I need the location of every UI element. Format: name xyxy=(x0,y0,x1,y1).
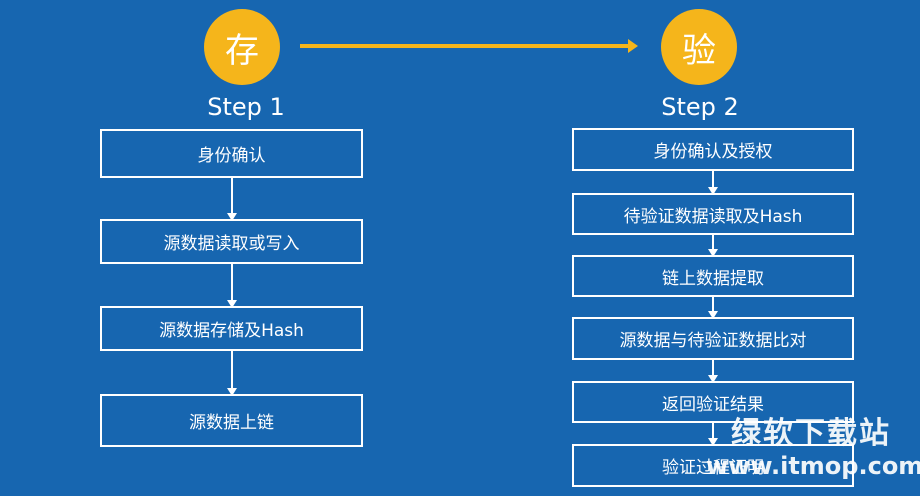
step2-box-return-result: 返回验证结果 xyxy=(572,381,854,423)
watermark: 绿软下载站 www.itmop.com xyxy=(706,408,920,480)
step1-box-source-store-hash: 源数据存储及Hash xyxy=(100,306,363,351)
step1-arrow-3 xyxy=(227,351,237,396)
watermark-site-name: 绿软下载站 xyxy=(731,416,891,451)
step1-arrow-1 xyxy=(227,178,237,221)
step2-box-verify-read-hash: 待验证数据读取及Hash xyxy=(572,193,854,235)
step2-box-process-proof: 验证过程证明 xyxy=(572,444,854,487)
step1-arrow-2 xyxy=(227,264,237,308)
step1-badge: 存 xyxy=(204,9,280,85)
step2-arrow-5 xyxy=(708,423,718,446)
step1-title: Step 1 xyxy=(207,93,285,121)
step2-box-onchain-extract: 链上数据提取 xyxy=(572,255,854,297)
step2-box-compare: 源数据与待验证数据比对 xyxy=(572,317,854,360)
step-connector-arrow xyxy=(300,39,638,53)
step2-arrow-4 xyxy=(708,360,718,383)
watermark-url: www.itmop.com xyxy=(706,452,920,480)
step2-box-identity-authorize: 身份确认及授权 xyxy=(572,128,854,171)
step1-box-identity-confirm: 身份确认 xyxy=(100,129,363,178)
step2-badge: 验 xyxy=(661,9,737,85)
step2-title: Step 2 xyxy=(661,93,739,121)
step1-box-source-read-write: 源数据读取或写入 xyxy=(100,219,363,264)
step2-arrow-3 xyxy=(708,297,718,319)
step1-box-source-onchain: 源数据上链 xyxy=(100,394,363,447)
step2-arrow-2 xyxy=(708,235,718,257)
step2-arrow-1 xyxy=(708,171,718,195)
